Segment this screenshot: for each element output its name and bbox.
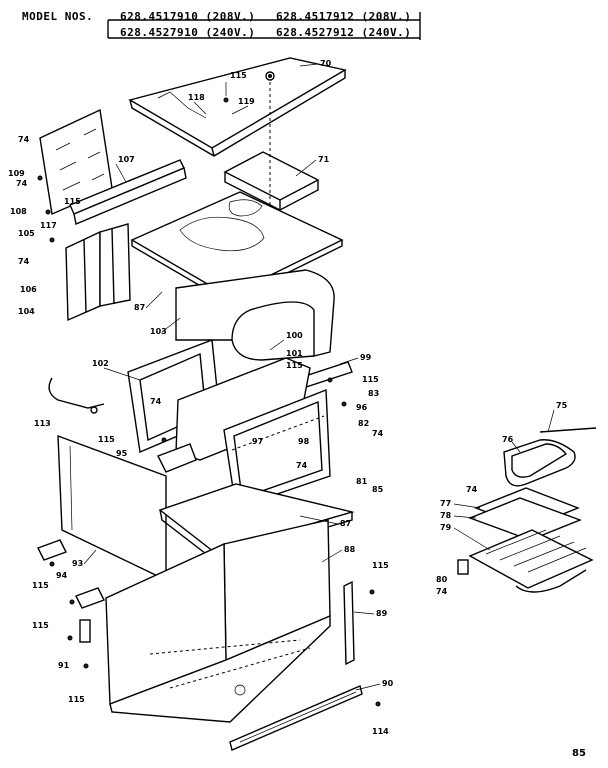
callout-87: 87: [340, 519, 351, 528]
callout-118: 118: [188, 93, 205, 102]
callout-81: 81: [356, 477, 368, 486]
callout-115: 115: [68, 695, 85, 704]
door-outer: [223, 388, 331, 509]
callout-119: 119: [238, 97, 255, 106]
callout-74: 74: [150, 397, 162, 406]
part-91-clip: [79, 619, 91, 643]
callout-97: 97: [252, 437, 263, 446]
part-95-bracket: [157, 443, 197, 473]
callout-76: 76: [502, 435, 514, 444]
callout-94: 94: [56, 571, 68, 580]
part-90-bottom-trim: [229, 685, 363, 751]
callout-80: 80: [436, 575, 448, 584]
callout-78: 78: [440, 511, 452, 520]
callout-115: 115: [230, 71, 247, 80]
callout-109: 109: [8, 169, 25, 178]
leader-lines: [83, 63, 555, 691]
callout-90: 90: [382, 679, 394, 688]
page-number: 85: [572, 748, 586, 759]
callout-88: 88: [344, 545, 356, 554]
callout-100: 100: [286, 331, 303, 340]
callout-89: 89: [376, 609, 388, 618]
callout-74: 74: [16, 179, 28, 188]
callout-93: 93: [72, 559, 83, 568]
part-76-bake-element: [503, 427, 597, 487]
part-104-inner-side: [65, 223, 131, 322]
callout-98: 98: [298, 437, 310, 446]
callout-91: 91: [58, 661, 70, 670]
header-bracket: [107, 12, 421, 40]
callout-114: 114: [372, 727, 389, 736]
callout-102: 102: [92, 359, 109, 368]
callout-113: 113: [34, 419, 51, 428]
fasteners: [37, 97, 381, 707]
callout-108: 108: [10, 207, 27, 216]
callout-103: 103: [150, 327, 167, 336]
callout-82: 82: [358, 419, 369, 428]
model-label: MODEL NOS.: [22, 10, 94, 23]
model-number-3: 628.4527910 (240V.): [120, 26, 256, 39]
callout-77: 77: [440, 499, 451, 508]
callout-115: 115: [362, 375, 379, 384]
callout-74: 74: [466, 485, 478, 494]
callout-75: 75: [556, 401, 568, 410]
part-80-clip: [457, 559, 469, 575]
callout-101: 101: [286, 349, 303, 358]
part-88-cabinet: [105, 519, 331, 723]
callout-74: 74: [18, 135, 30, 144]
callout-115: 115: [98, 435, 115, 444]
callout-115: 115: [64, 197, 81, 206]
part-89-side-trim: [343, 580, 355, 666]
part-79-oven-rack: [468, 529, 594, 593]
callout-labels: 70 115 118 119 71 74 109 74 107 108 115 …: [8, 59, 586, 759]
callout-71: 71: [318, 155, 330, 164]
callout-115: 115: [372, 561, 389, 570]
part-109-side-panel: [39, 108, 113, 216]
part-113-wire-harness: [48, 377, 105, 414]
callout-115: 115: [286, 361, 303, 370]
part-77-broil-pan: [468, 487, 582, 541]
callout-99: 99: [360, 353, 372, 362]
callout-74: 74: [436, 587, 448, 596]
callout-79: 79: [440, 523, 452, 532]
callout-74: 74: [18, 257, 30, 266]
part-107-vent: [69, 159, 187, 225]
callout-115: 115: [32, 621, 49, 630]
callout-104: 104: [18, 307, 35, 316]
part-103-duct: [175, 269, 335, 361]
callout-74: 74: [372, 429, 384, 438]
callout-85: 85: [372, 485, 384, 494]
callout-115: 115: [32, 581, 49, 590]
callout-117: 117: [40, 221, 57, 230]
model-number-4: 628.4527912 (240V.): [276, 26, 412, 39]
callout-87: 87: [134, 303, 145, 312]
callout-96: 96: [356, 403, 368, 412]
callout-105: 105: [18, 229, 35, 238]
callout-95: 95: [116, 449, 128, 458]
callout-107: 107: [118, 155, 135, 164]
callout-74: 74: [296, 461, 308, 470]
part-94-brackets: [37, 539, 105, 609]
callout-83: 83: [368, 389, 379, 398]
callout-106: 106: [20, 285, 37, 294]
part-70-top-panel: [128, 57, 347, 157]
callout-70: 70: [320, 59, 332, 68]
